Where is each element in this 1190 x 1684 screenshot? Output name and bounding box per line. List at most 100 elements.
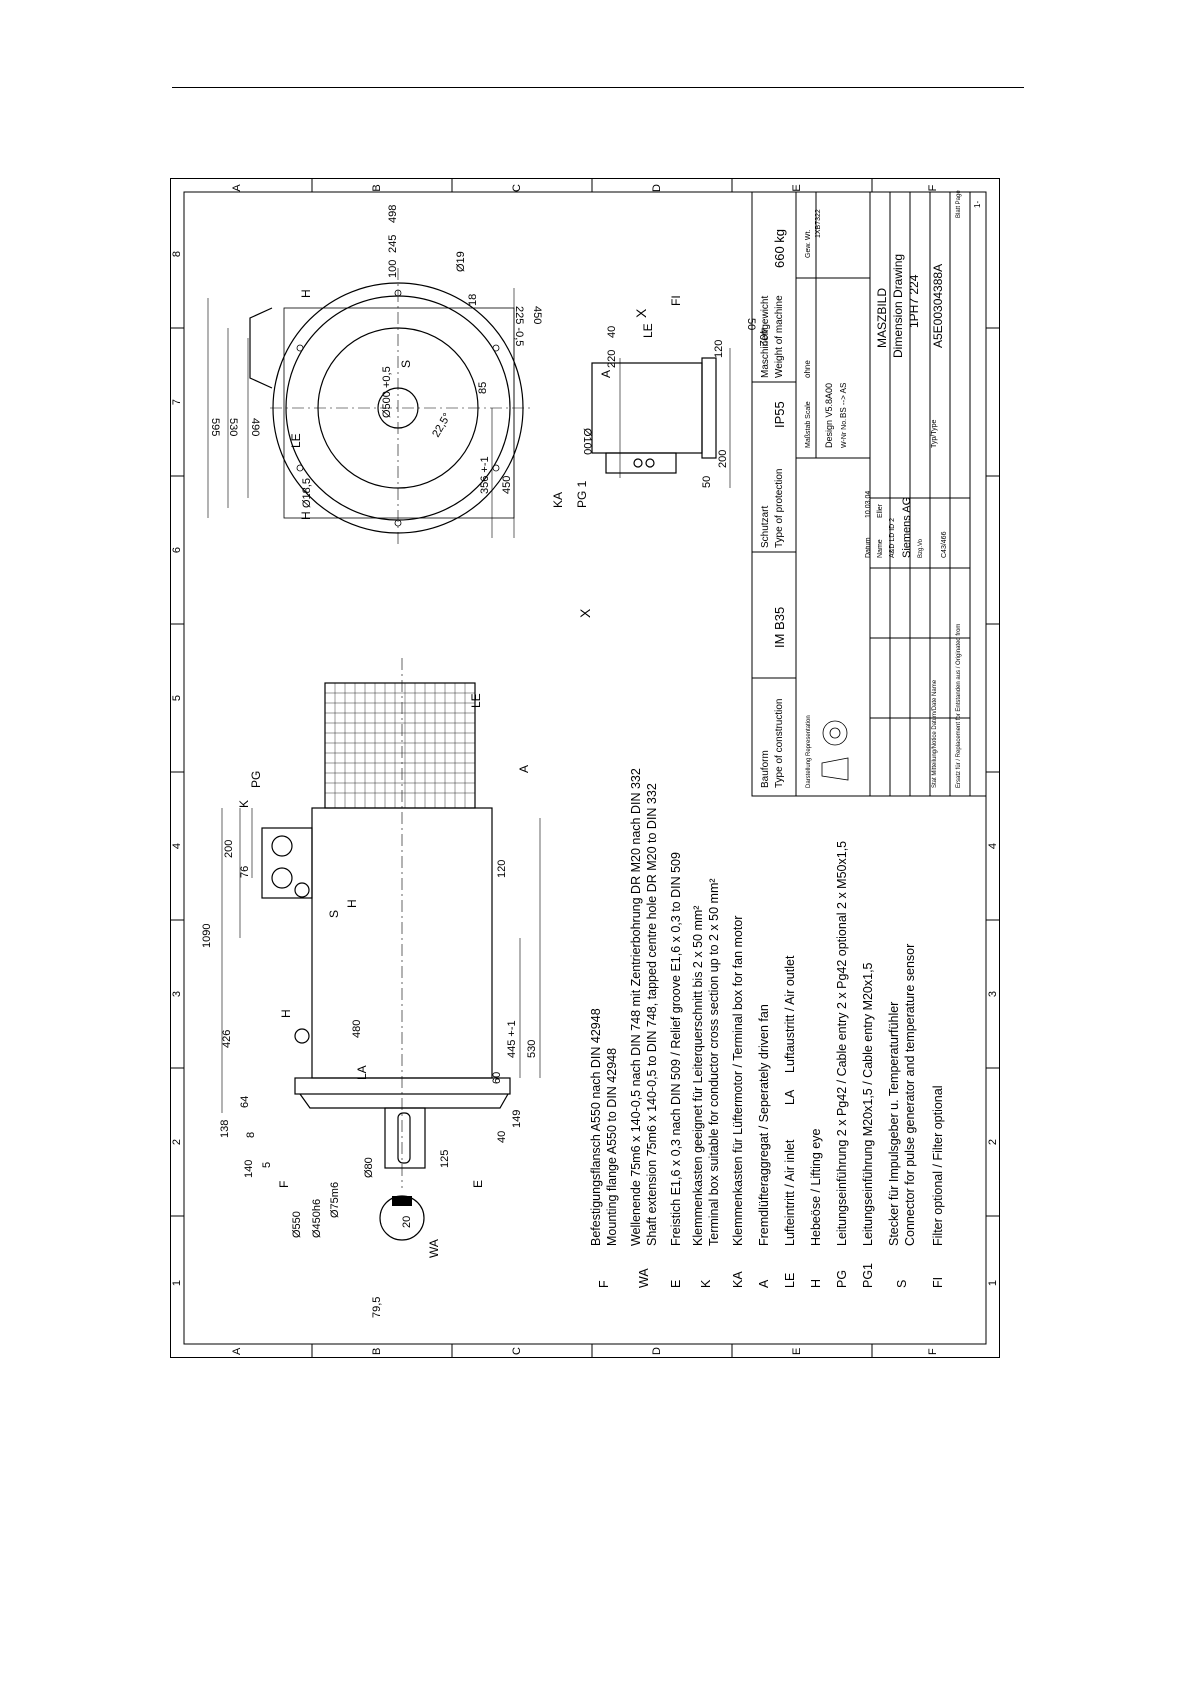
label-a: A — [517, 765, 531, 773]
blatt-label: Blatt Page — [956, 190, 962, 218]
col-number-1: 1 — [171, 1280, 183, 1286]
legend-code-le: LE — [783, 1273, 797, 1288]
dim-8: 8 — [245, 1132, 257, 1138]
cable-entry-1 — [271, 835, 293, 857]
side-view — [221, 658, 541, 1188]
row-letter-d: D — [651, 184, 663, 192]
label-h2: H — [279, 1009, 293, 1018]
darstellung: Darstellung Representation — [806, 715, 812, 788]
title-block — [751, 191, 987, 797]
col-number-4-right: 4 — [987, 843, 999, 849]
col-number-5: 5 — [171, 695, 183, 701]
dim-245: 245 — [387, 235, 399, 253]
dim-149: 149 — [511, 1110, 523, 1128]
dim-225: 225 -0,5 — [513, 306, 525, 346]
legend-code-ka: KA — [731, 1271, 745, 1288]
legend-f-en: Mounting flange A550 to DIN 42948 — [605, 1048, 619, 1246]
dim-1090: 1090 — [201, 924, 213, 948]
row-letters: A B C D E F — [231, 184, 939, 192]
dim-40-fan: 40 — [606, 326, 618, 338]
bauform-val: IM B35 — [772, 607, 787, 648]
title-de: MASZBILD — [875, 288, 889, 348]
dept: A&D LD ID 2 — [889, 518, 896, 558]
bauform-en: Type of construction — [774, 699, 785, 789]
schutz-en: Type of protection — [774, 469, 785, 549]
dim-490: 490 — [249, 418, 261, 436]
legend-code-k: K — [699, 1279, 713, 1288]
scale-val: ohne — [803, 360, 812, 378]
side-view-dims: 1090 426 200 76 138 64 8 140 5 480 445 +… — [201, 840, 538, 1318]
row-letter-b: B — [371, 184, 383, 191]
label-h-bottom: H — [299, 289, 313, 298]
dim-595: 595 — [209, 418, 221, 436]
legend-k-de: Klemmenkasten geeignet für Leiterquersch… — [691, 906, 705, 1246]
datum-label: Datum — [865, 537, 872, 558]
row-letter-c: C — [511, 184, 523, 192]
legend-code-pg: PG — [835, 1270, 849, 1288]
flange-spigot — [299, 1093, 509, 1109]
datum-val: 10.03.04 — [865, 491, 872, 518]
shaft-key — [397, 1112, 411, 1164]
fan-view — [591, 348, 731, 488]
legend-s-en: Connector for pulse generator and temper… — [903, 944, 917, 1246]
legend-k-en: Terminal box suitable for conductor cros… — [707, 878, 721, 1246]
company: Siemens AG — [901, 497, 913, 558]
dim-50-fan-2: 50 — [745, 318, 757, 330]
fan-unit — [324, 682, 476, 809]
label-s: S — [327, 910, 341, 918]
label-a-fan: A — [599, 370, 613, 378]
doc-number: A5E00304388A — [931, 264, 945, 348]
end-view — [207, 268, 530, 548]
dim-20: 20 — [401, 1216, 413, 1228]
lifting-eye-1 — [294, 882, 310, 898]
legend-e-text: Freistich E1,6 x 0,3 nach DIN 509 / Reli… — [669, 852, 683, 1246]
dim-5: 5 — [261, 1162, 273, 1168]
legend-code-e: E — [669, 1280, 683, 1288]
gewicht-en: Weight of machine — [774, 295, 785, 378]
col-numbers: 1 2 3 4 5 6 7 8 1 2 3 4 — [171, 251, 999, 1286]
col-number-2: 2 — [171, 1139, 183, 1145]
legend-code-f: F — [597, 1280, 611, 1288]
schutz-val: IP55 — [772, 401, 787, 428]
col-number-3: 3 — [171, 991, 183, 997]
side-view-labels: K PG S H H F WA E A LE LA X — [237, 608, 593, 1258]
legend-code-a: A — [757, 1279, 771, 1288]
dim-120-fan: 120 — [713, 340, 725, 358]
dim-125: 125 — [439, 1150, 451, 1168]
dim-76: 76 — [239, 866, 251, 878]
row-letter-a: A — [231, 184, 243, 192]
typ-label: Typ/Type — [931, 419, 938, 448]
dim-79-5: 79,5 — [371, 1297, 383, 1318]
col-number-4: 4 — [171, 843, 183, 849]
shaft-section — [379, 1195, 425, 1241]
projection-symbol — [821, 720, 849, 781]
legend-fi-text: Filter optional / Filter optional — [931, 1086, 945, 1247]
fan-view-dims: Ø100 220 40 120 50 200 402 50 — [581, 318, 769, 488]
fan-flange — [701, 357, 717, 459]
label-le-fan: LE — [641, 323, 655, 338]
dim-d80: Ø80 — [363, 1157, 375, 1178]
dim-120: 120 — [496, 860, 508, 878]
label-s-end: S — [399, 360, 413, 368]
scale-label: Maßstab Scale — [805, 401, 812, 448]
legend: F Befestigungsflansch A550 nach DIN 4294… — [589, 768, 945, 1288]
dim-50-fan: 50 — [701, 476, 713, 488]
col-number-1-right: 1 — [987, 1280, 999, 1286]
legend-code-pg1: PG1 — [861, 1263, 875, 1288]
wmno-label: W-Nr No. — [841, 419, 848, 448]
dim-100: 100 — [387, 260, 399, 278]
dim-60: 60 — [491, 1072, 503, 1084]
dim-200: 200 — [223, 840, 235, 858]
design-label: Design V5.8A00 — [824, 383, 834, 448]
col-number-2-right: 2 — [987, 1139, 999, 1145]
dim-d19: Ø19 — [455, 251, 467, 272]
title-block-texts: Bauform Type of construction IM B35 Schu… — [760, 190, 982, 788]
fan-grille — [325, 683, 475, 808]
dim-d18-5: Ø18,5 — [301, 478, 313, 508]
col-number-6: 6 — [171, 547, 183, 553]
form-no: C43/466 — [941, 531, 948, 558]
row-letter-a-bottom: A — [231, 1347, 243, 1355]
label-le: LE — [469, 693, 483, 708]
dim-d550: Ø550 — [291, 1211, 303, 1238]
label-x-fan: X — [633, 308, 649, 318]
